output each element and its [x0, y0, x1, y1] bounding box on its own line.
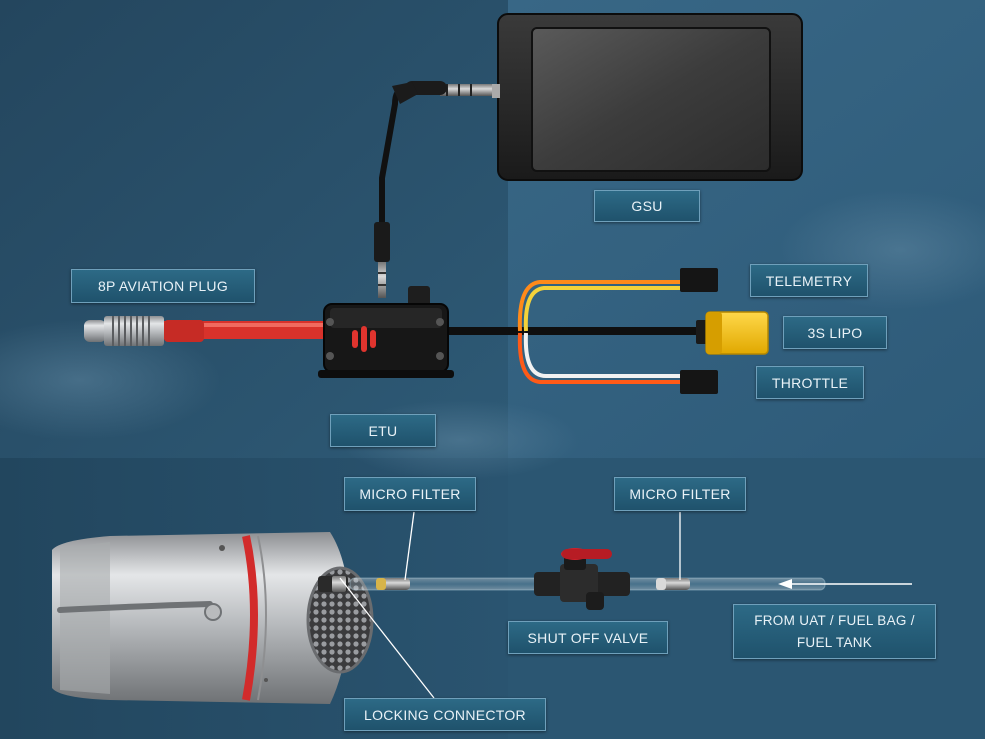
leader-lines [339, 511, 681, 699]
leader-micro-filter-left [404, 511, 415, 581]
micro-filter-left-label: MICRO FILTER [344, 477, 476, 511]
locking-connector-label: LOCKING CONNECTOR [344, 698, 546, 731]
telemetry-label: TELEMETRY [750, 264, 868, 297]
fuel-source-label: FROM UAT / FUEL BAG / FUEL TANK [733, 604, 936, 659]
etu-box [318, 286, 454, 378]
gsu-cable [374, 81, 492, 298]
gsu-tablet [492, 13, 803, 181]
jet-engine [52, 532, 374, 704]
right-wiring [445, 268, 769, 394]
lipo-label: 3S LIPO [783, 316, 887, 349]
shut-off-valve-label: SHUT OFF VALVE [508, 621, 668, 654]
shut-off-valve [534, 548, 630, 610]
leader-locking-connector [339, 577, 435, 699]
gsu-label: GSU [594, 190, 700, 222]
aviation-plug-label: 8P AVIATION PLUG [71, 269, 255, 303]
aviation-plug [84, 316, 370, 346]
throttle-label: THROTTLE [756, 366, 864, 399]
micro-filter-right-label: MICRO FILTER [614, 477, 746, 511]
etu-label: ETU [330, 414, 436, 447]
